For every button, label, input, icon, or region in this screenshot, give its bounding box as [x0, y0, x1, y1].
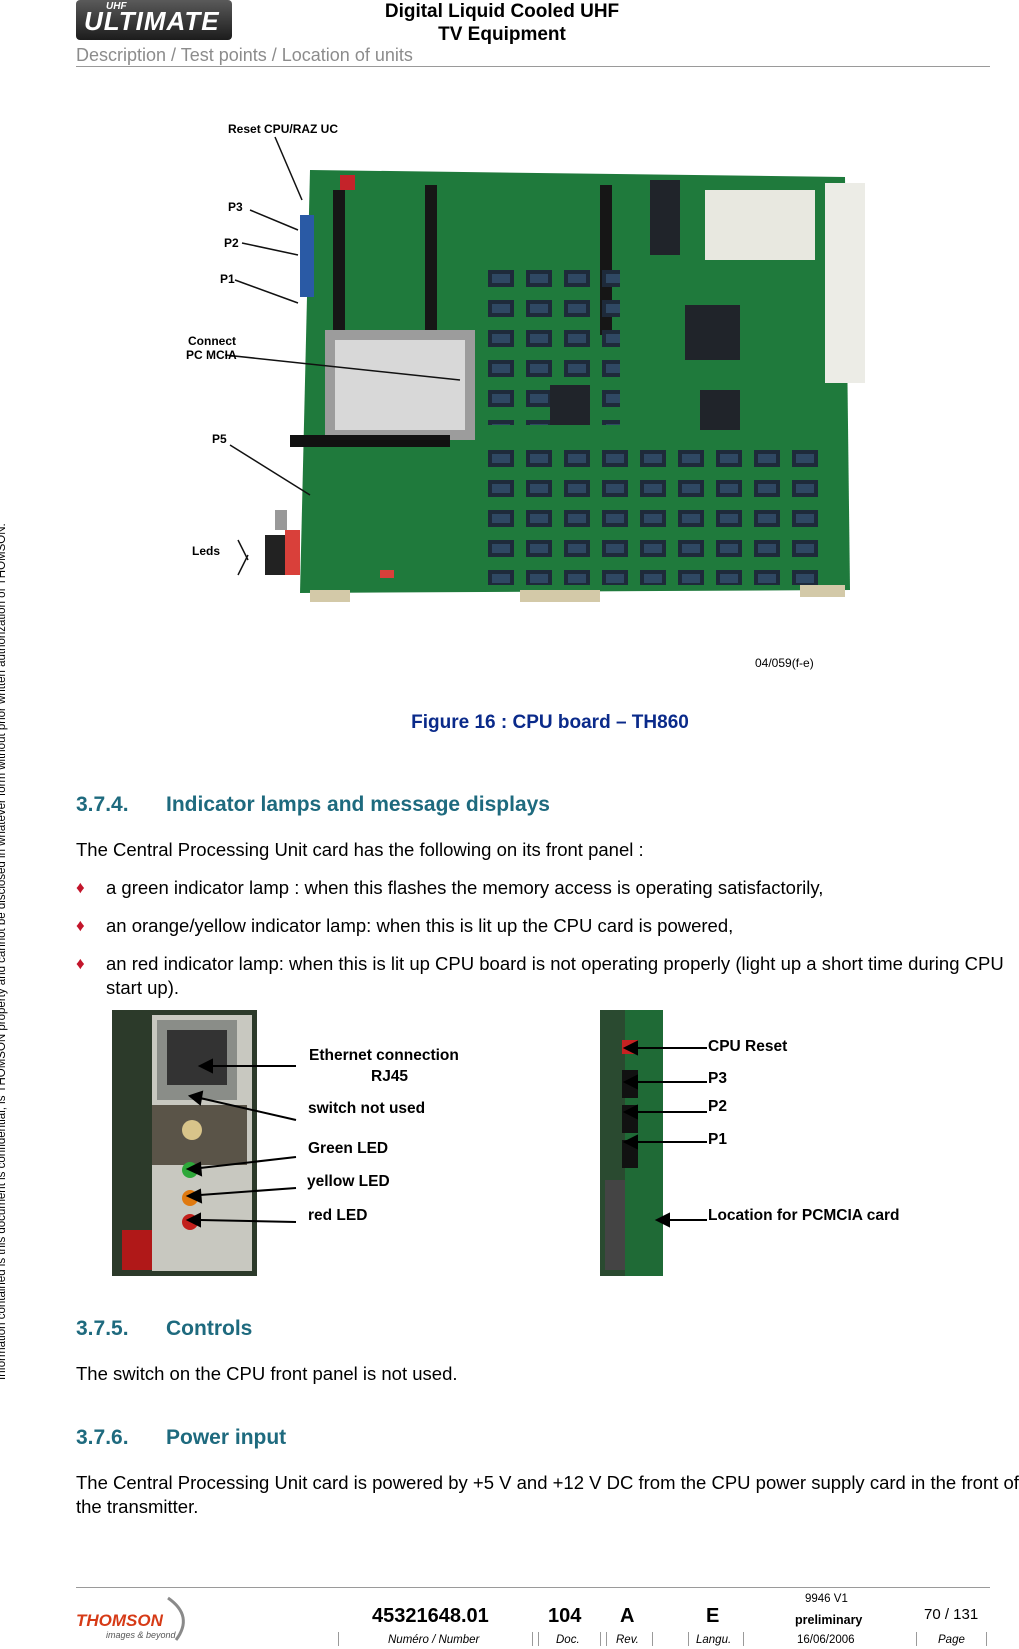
cpu-board-figure: Reset CPU/RAZ UC P3 P2 P1 Connect PC MCI…: [180, 115, 910, 675]
logo-tagline: images & beyond: [106, 1630, 177, 1640]
footer-separator: [986, 1632, 987, 1646]
paragraph-intro: The Central Processing Unit card has the…: [76, 839, 644, 860]
footer-separator: [600, 1632, 601, 1646]
footer-date: 16/06/2006: [797, 1634, 855, 1646]
footer-separator: [743, 1632, 744, 1646]
heading-3-7-6: 3.7.6. Power input: [76, 1426, 286, 1450]
paragraph-controls: The switch on the CPU front panel is not…: [76, 1363, 458, 1384]
bullet-text: an orange/yellow indicator lamp: when th…: [106, 915, 734, 936]
header-divider: [76, 66, 990, 67]
footer-divider: [76, 1587, 990, 1588]
footer-separator: [606, 1632, 607, 1646]
footer-separator: [688, 1632, 689, 1646]
label-p2: P2: [224, 236, 239, 250]
label-p1: P1: [220, 272, 235, 286]
footer-langu-label: Langu.: [696, 1634, 732, 1646]
label-cpu-reset: CPU Reset: [708, 1038, 788, 1055]
diamond-bullet-icon: ♦: [76, 878, 85, 897]
footer-status: preliminary: [795, 1613, 863, 1627]
heading-number: 3.7.5.: [76, 1317, 129, 1340]
label-leds: Leds: [192, 544, 220, 558]
document-title: Digital Liquid Cooled UHF TV Equipment: [360, 0, 644, 46]
footer-langu: E: [706, 1605, 720, 1627]
diamond-bullet-icon: ♦: [76, 954, 85, 973]
cpu-board-photo: Reset CPU/RAZ UC P3 P2 P1 Connect PC MCI…: [186, 122, 865, 670]
ultimate-logo: UHF ULTIMATE: [76, 0, 232, 40]
label-pcmcia: PC MCIA: [186, 348, 237, 362]
heading-text: Controls: [166, 1317, 253, 1340]
thomson-logo: THOMSON images & beyond: [76, 1596, 194, 1644]
label-green-led: Green LED: [308, 1140, 389, 1157]
footer-separator: [652, 1632, 653, 1646]
footer-page-count: 70 / 131: [924, 1606, 979, 1623]
footer-rev: A: [620, 1605, 635, 1627]
bullet-item: ♦ an red indicator lamp: when this is li…: [76, 952, 1019, 1000]
bullet-text: an red indicator lamp: when this is lit …: [106, 953, 1004, 998]
logo-brand: THOMSON: [76, 1611, 164, 1630]
title-line-2: TV Equipment: [438, 24, 566, 45]
label-yellow-led: yellow LED: [307, 1173, 390, 1190]
label-p1-front: P1: [708, 1131, 727, 1148]
label-reset-cpu: Reset CPU/RAZ UC: [228, 122, 338, 136]
footer-number-label: Numéro / Number: [388, 1634, 480, 1646]
heading-text: Power input: [166, 1426, 287, 1449]
footer-version: 9946 V1: [805, 1593, 848, 1605]
label-rj45: RJ45: [371, 1068, 409, 1085]
footer-doc: 104: [548, 1605, 582, 1627]
heading-number: 3.7.4.: [76, 793, 129, 816]
logo-sup-text: UHF: [106, 1, 127, 12]
diamond-bullet-icon: ♦: [76, 916, 85, 935]
heading-3-7-5: 3.7.5. Controls: [76, 1317, 252, 1341]
title-line-1: Digital Liquid Cooled UHF: [384, 1, 620, 22]
left-photo-arrows: [185, 1058, 297, 1228]
footer-separator: [538, 1632, 539, 1646]
bullet-item: ♦ a green indicator lamp : when this fla…: [76, 876, 1019, 900]
heading-text: Indicator lamps and message displays: [166, 793, 550, 816]
paragraph-power-input: The Central Processing Unit card is powe…: [76, 1472, 1019, 1517]
footer-page-label: Page: [938, 1634, 965, 1646]
bullet-item: ♦ an orange/yellow indicator lamp: when …: [76, 914, 1019, 938]
footer-separator: [916, 1632, 917, 1646]
logo-text: ULTIMATE: [84, 6, 220, 36]
figure-caption: Figure 16 : CPU board – TH860: [411, 712, 689, 733]
front-panel-leds-photo: [112, 1010, 257, 1276]
footer-separator: [532, 1632, 533, 1646]
right-photo-arrows: [622, 1040, 707, 1228]
label-figure-ref: 04/059(f-e): [755, 656, 814, 670]
footer-separator: [338, 1632, 339, 1646]
heading-number: 3.7.6.: [76, 1426, 129, 1449]
label-pcmcia-location: Location for PCMCIA card: [708, 1207, 900, 1224]
label-switch-not-used: switch not used: [308, 1100, 426, 1117]
heading-3-7-4: 3.7.4. Indicator lamps and message displa…: [76, 793, 550, 817]
label-p3-front: P3: [708, 1070, 727, 1087]
footer-rev-label: Rev.: [616, 1634, 639, 1646]
label-p2-front: P2: [708, 1098, 727, 1115]
confidentiality-notice: Information contained is this document i…: [0, 523, 8, 1380]
footer-doc-label: Doc.: [556, 1634, 580, 1646]
label-connect: Connect: [188, 334, 236, 348]
footer-document-number: 45321648.01: [372, 1605, 489, 1627]
document-subtitle: Description / Test points / Location of …: [76, 45, 413, 65]
label-p5: P5: [212, 432, 227, 446]
label-ethernet-connection: Ethernet connection: [309, 1047, 459, 1064]
label-red-led: red LED: [308, 1207, 368, 1224]
bullet-text: a green indicator lamp : when this flash…: [106, 877, 824, 898]
label-p3: P3: [228, 200, 243, 214]
